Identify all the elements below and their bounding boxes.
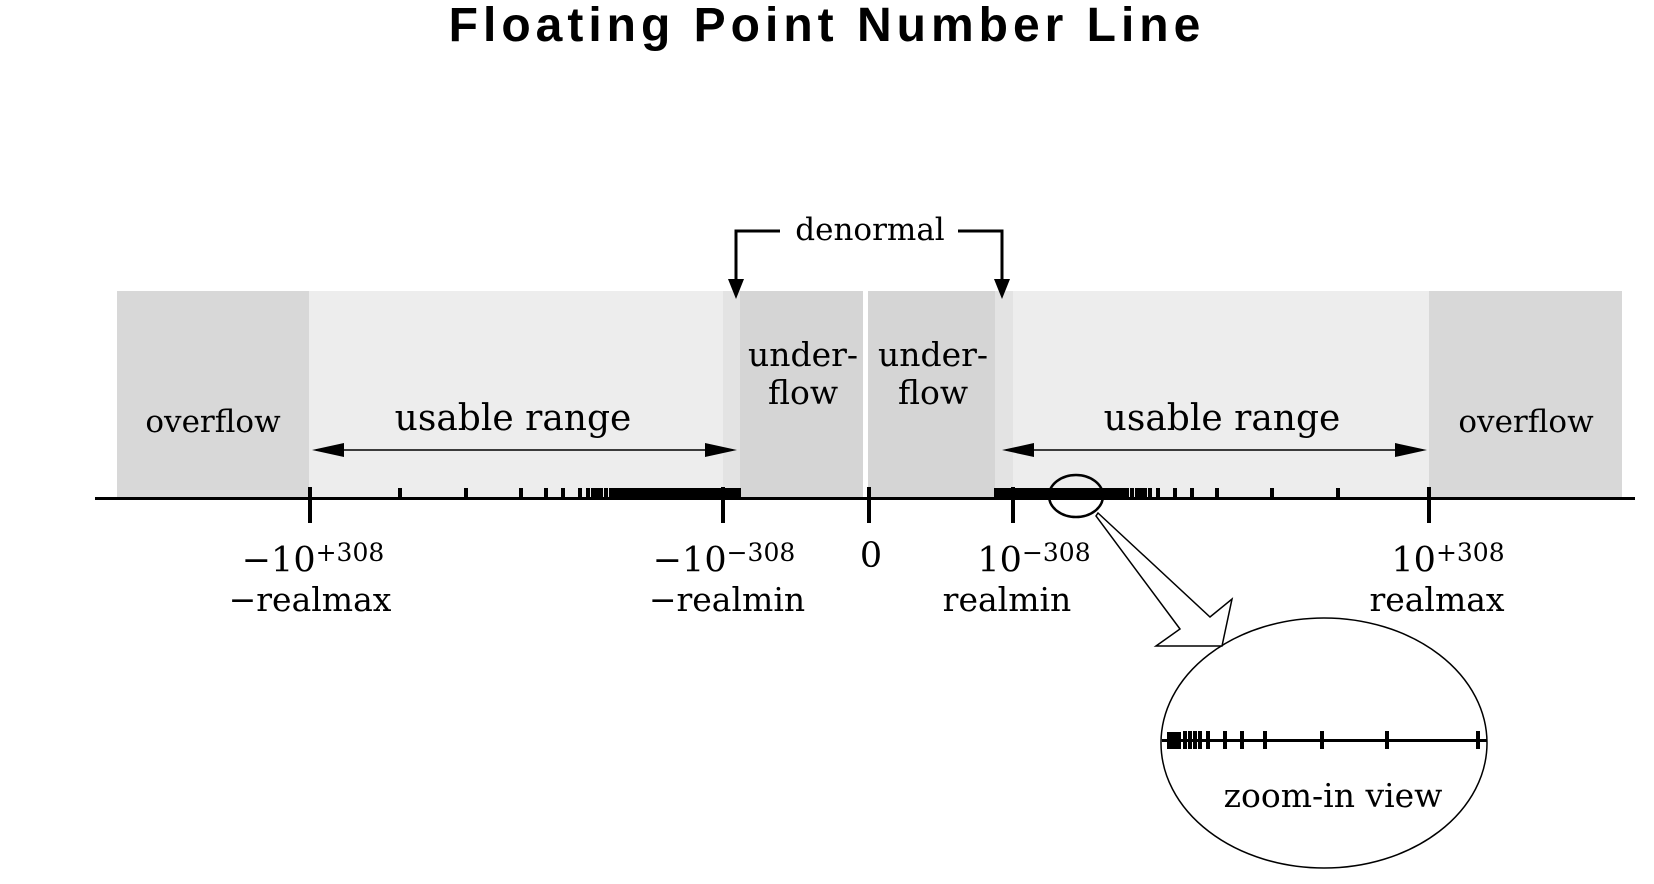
major-tick	[1427, 487, 1431, 523]
number-line-tick	[1130, 488, 1134, 500]
number-line-tick	[1215, 488, 1219, 500]
number-line-tick	[586, 488, 590, 500]
number-line-tick	[1156, 488, 1160, 500]
major-tick	[308, 487, 312, 523]
neg-realmin-word-label: −realmin	[648, 580, 806, 619]
number-line-tick	[1143, 488, 1147, 500]
zero-base: 0	[859, 536, 883, 576]
figure-title: Floating Point Number Line	[448, 0, 1206, 52]
zero-value-label: 0	[860, 536, 882, 576]
number-line-tick	[591, 488, 595, 500]
zoom-view-tick	[1198, 731, 1202, 749]
neg-realmax-word-label: −realmax	[228, 580, 392, 619]
zoom-view-tick	[1223, 731, 1227, 749]
realmax-base: 10	[1391, 540, 1436, 581]
denormal-down-arrowhead-icon	[994, 279, 1010, 299]
band-region-usable-right	[1013, 291, 1429, 497]
band-region-denormal-strip-right	[995, 291, 1013, 497]
zoom-pointer-arrow-icon	[1095, 511, 1234, 647]
overflow-left-label: overflow	[145, 404, 281, 440]
underflow-left-line1: under-	[747, 335, 859, 374]
neg-realmin-base: −10	[652, 540, 727, 581]
band-region-usable-left	[309, 291, 723, 497]
zoom-view-tick	[1188, 731, 1192, 749]
zoom-view-tick	[1193, 731, 1197, 749]
zoom-view-line	[1162, 739, 1487, 742]
number-line-tick	[1190, 488, 1194, 500]
zoom-view-tick	[1476, 731, 1480, 749]
realmin-exponent: −308	[1021, 538, 1091, 567]
number-line-tick	[578, 488, 582, 500]
realmin-value-label: 10−308	[977, 536, 1090, 581]
magnifier-circle-icon	[1047, 473, 1105, 519]
zoom-view-tick	[1206, 731, 1210, 749]
number-line-tick	[544, 488, 548, 500]
neg-realmin-value-label: −10−308	[653, 536, 796, 581]
realmax-word-label: realmax	[1369, 580, 1505, 619]
major-tick	[1011, 487, 1015, 523]
number-line-tick	[1135, 488, 1139, 500]
number-line-tick	[519, 488, 523, 500]
realmax-exponent: +308	[1435, 538, 1505, 567]
zoom-view-tick	[1320, 731, 1324, 749]
major-tick	[867, 487, 871, 523]
underflow-right-line1: under-	[877, 335, 989, 374]
usable-range-right-label: usable range	[1103, 398, 1341, 439]
number-line-tick	[464, 488, 468, 500]
band-region-overflow-right	[1429, 291, 1622, 497]
neg-realmax-exponent: +308	[315, 538, 385, 567]
underflow-right-line2: flow	[897, 373, 969, 412]
underflow-right-label: under- flow	[878, 336, 988, 412]
band-region-denormal-strip-left	[723, 291, 740, 497]
denormal-bracket-right	[958, 229, 1004, 284]
number-line-tick	[604, 488, 608, 500]
zoom-view-ellipse	[1160, 617, 1488, 869]
realmin-word-label: realmin	[942, 580, 1072, 619]
band-region-overflow-left	[117, 291, 309, 497]
zoom-view-tick	[1183, 731, 1187, 749]
overflow-right-label: overflow	[1458, 404, 1594, 440]
dense-number-bar	[609, 488, 741, 500]
zoom-in-view-label: zoom-in view	[1223, 776, 1443, 815]
zoom-view-tick	[1240, 731, 1244, 749]
denormal-label: denormal	[787, 212, 953, 248]
realmax-value-label: 10+308	[1391, 536, 1504, 581]
number-line-tick	[1148, 488, 1152, 500]
neg-realmin-exponent: −308	[726, 538, 796, 567]
underflow-left-label: under- flow	[748, 336, 858, 412]
number-line-tick	[1270, 488, 1274, 500]
number-line-tick	[561, 488, 565, 500]
neg-realmax-value-label: −10+308	[242, 536, 385, 581]
neg-realmax-base: −10	[241, 540, 316, 581]
number-line-tick	[398, 488, 402, 500]
number-line	[95, 497, 1635, 500]
arrowhead-left-icon	[1002, 443, 1034, 457]
arrowhead-left-icon	[312, 443, 344, 457]
arrowhead-right-icon	[1395, 443, 1427, 457]
arrowhead-right-icon	[705, 443, 737, 457]
zoom-view-tick	[1263, 731, 1267, 749]
zoom-view-tick	[1385, 731, 1389, 749]
underflow-left-line2: flow	[767, 373, 839, 412]
number-line-tick	[1139, 488, 1143, 500]
band-region-underflow-left	[740, 291, 863, 497]
zoom-view-dense-blob	[1167, 732, 1181, 749]
denormal-down-arrowhead-icon	[728, 279, 744, 299]
number-line-tick	[1336, 488, 1340, 500]
major-tick	[721, 487, 725, 523]
dense-number-bar	[994, 488, 1129, 500]
denormal-bracket-left	[734, 229, 780, 284]
usable-range-left-label: usable range	[394, 398, 632, 439]
realmin-base: 10	[977, 540, 1022, 581]
number-line-tick	[1173, 488, 1177, 500]
number-line-tick	[595, 488, 599, 500]
band-region-underflow-right	[868, 291, 995, 497]
number-line-tick	[599, 488, 603, 500]
